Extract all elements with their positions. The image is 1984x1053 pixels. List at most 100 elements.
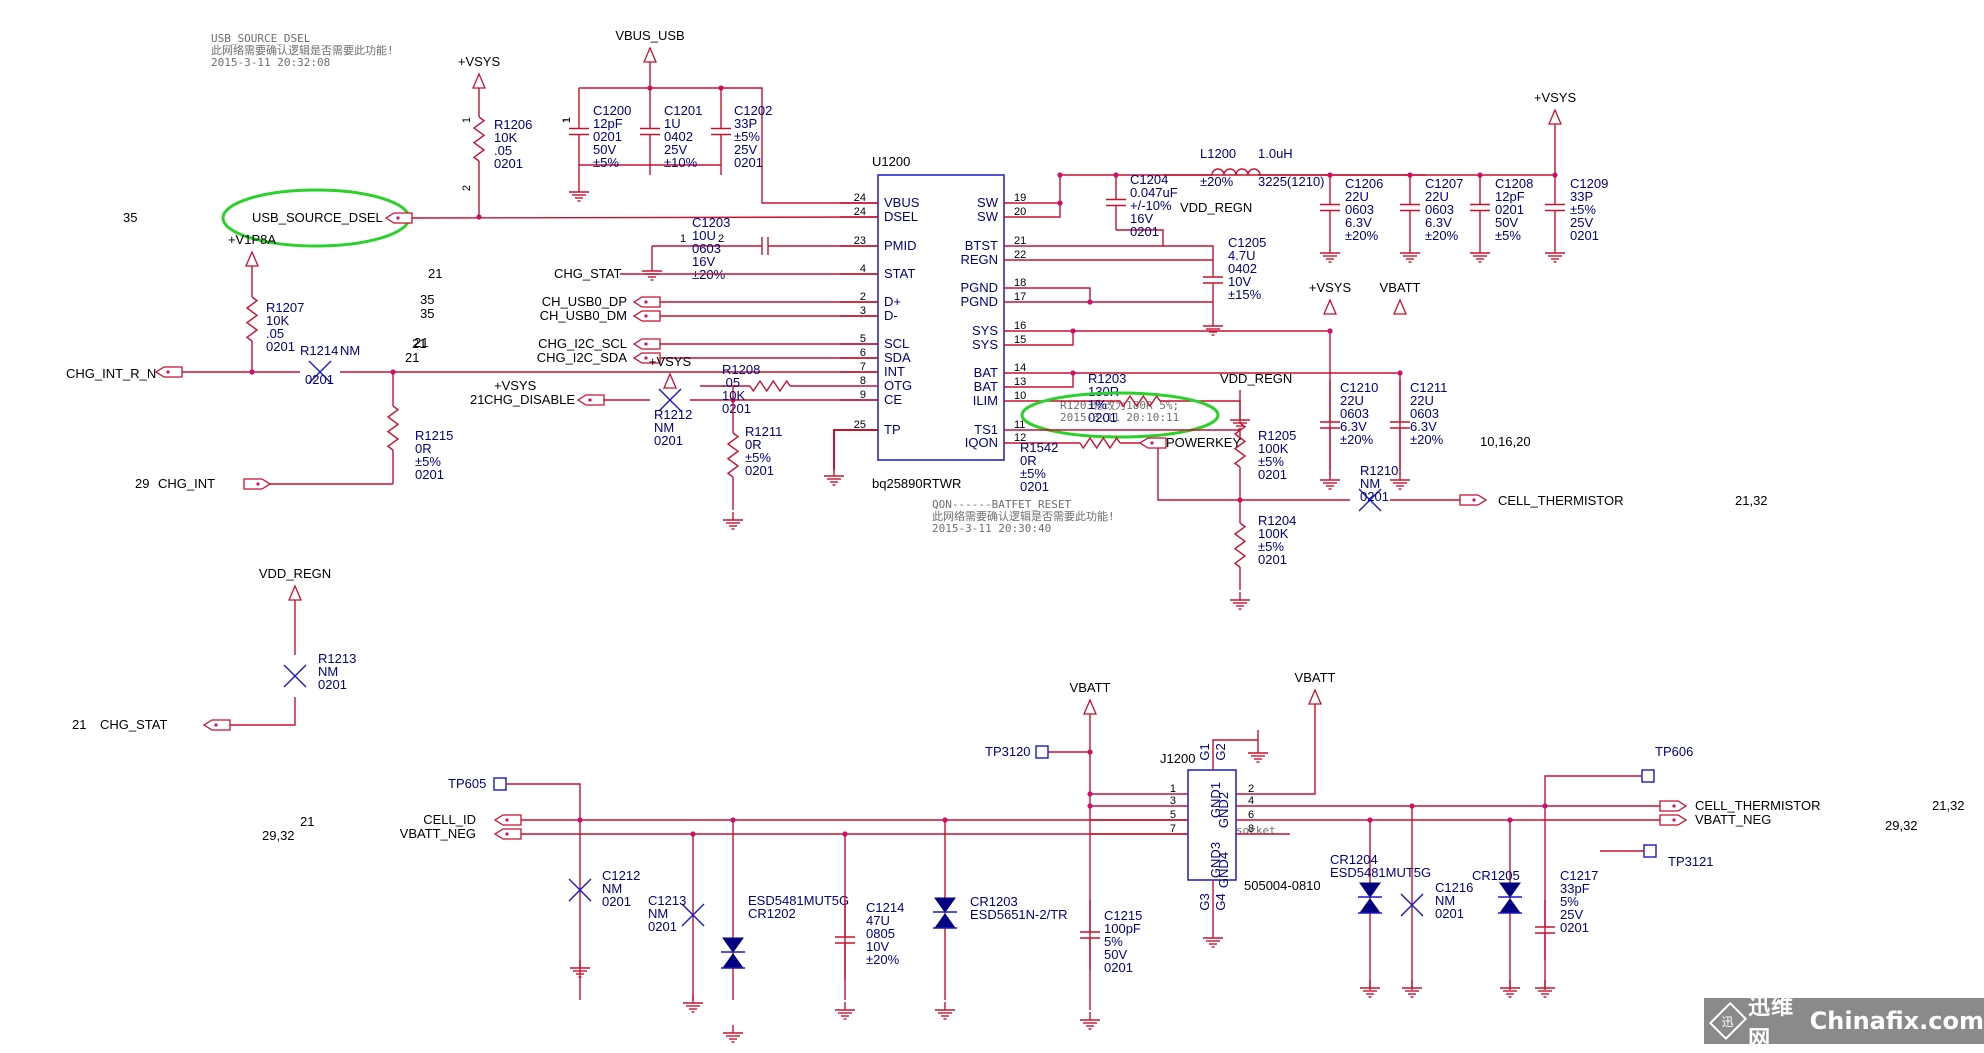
c1211-2: 0603: [1410, 406, 1439, 421]
ground-symbol: [835, 1002, 855, 1020]
r1213-1: NM: [318, 664, 338, 679]
c1214-0: C1214: [866, 900, 904, 915]
r1213-0: R1213: [318, 651, 356, 666]
port-chg_i2c_sda-pin: [644, 356, 648, 360]
c1215-1: 100pF: [1104, 921, 1141, 936]
ground-symbol: [1402, 980, 1422, 998]
rail-vbatt-3: [1308, 688, 1322, 705]
rail-vdd-regn-3: [288, 584, 302, 601]
c1201-4: ±10%: [664, 155, 698, 170]
r1207-3: 0201: [266, 339, 295, 354]
junction-dot: [1113, 172, 1119, 178]
j1200-socket: socket: [1236, 824, 1276, 837]
r1211-1: 0R: [745, 437, 762, 452]
r1214-pkg: 0201: [305, 372, 334, 387]
ground-symbol: [1470, 245, 1490, 263]
cr1205-0: CR1205: [1472, 868, 1520, 883]
r1205-1: 100K: [1258, 441, 1289, 456]
u1200-pin-name: SW: [977, 195, 999, 210]
ground-symbol: [683, 995, 703, 1013]
pin: 1: [461, 117, 473, 123]
nm-stroke: [681, 903, 705, 927]
c1200-1: 12pF: [593, 116, 623, 131]
rail-vdd-regn-label: VDD_REGN: [1180, 200, 1252, 215]
r1210-0: R1210: [1360, 463, 1398, 478]
c1201-1: 1U: [664, 116, 681, 131]
tp3121: [1643, 844, 1657, 858]
c1208-0: C1208: [1495, 176, 1533, 191]
rail-vsys-3: [1548, 108, 1562, 125]
c1200-3: 50V: [593, 142, 616, 157]
note-r1203: R1203修改为180R 5%;: [1060, 398, 1179, 412]
r1213-2: 0201: [318, 677, 347, 692]
c1205-4: ±15%: [1228, 287, 1262, 302]
r1214-val: NM: [340, 343, 360, 358]
u1200-pin-number: 2: [860, 291, 866, 303]
c1208-4: ±5%: [1495, 228, 1521, 243]
ground-symbol: [1203, 318, 1223, 336]
port-vbatt-neg-2-pin: [1672, 818, 1676, 822]
c1200-2: 0201: [593, 129, 622, 144]
tvs-tri: [1359, 882, 1381, 898]
c1202-2: ±5%: [734, 129, 760, 144]
junction-dot: [577, 817, 583, 823]
r1205-0: R1205: [1258, 428, 1296, 443]
j1200-gnd-label: GND2: [1216, 792, 1231, 828]
pin: 1: [680, 233, 686, 245]
ref-stat: 21: [428, 266, 442, 281]
rail-vsys-3-label: +VSYS: [1534, 90, 1577, 105]
net-chg_i2c_sda: CHG_I2C_SDA: [537, 350, 628, 365]
cr1204-tvs: [1358, 882, 1382, 914]
wire: [1040, 372, 1074, 388]
r1206-1: 10K: [494, 130, 517, 145]
r1207-2: .05: [266, 326, 284, 341]
junction-dot: [1087, 803, 1093, 809]
net-ch_usb0_dp: CH_USB0_DP: [542, 294, 627, 309]
j1200-pin: 2: [1248, 783, 1254, 795]
ref-usb-dsel: 35: [123, 210, 137, 225]
c1213-1: NM: [648, 906, 668, 921]
net-chg-disable: CHG_DISABLE: [484, 392, 575, 407]
u1200-pin-number: 10: [1014, 390, 1026, 402]
c1206-4: ±20%: [1345, 228, 1379, 243]
c1207-3: 6.3V: [1425, 215, 1452, 230]
rail-v1p8a: [245, 250, 259, 267]
ground-symbol: [1320, 245, 1340, 263]
ground-symbol: [1535, 980, 1555, 998]
c1208-3: 50V: [1495, 215, 1518, 230]
u1200-pin-name: D+: [884, 294, 901, 309]
rail-vbatt-2: [1083, 698, 1097, 715]
ground-symbol: [1360, 980, 1380, 998]
u1200-pin-number: 14: [1014, 362, 1026, 374]
u1200-pin-number: 18: [1014, 277, 1026, 289]
ref-int: 21: [412, 336, 426, 351]
u1200-pin-number: 23: [854, 235, 866, 247]
u1200-ref: U1200: [872, 154, 910, 169]
c1216-0: C1216: [1435, 880, 1473, 895]
net-chg-int: CHG_INT: [158, 476, 215, 491]
j1200-pin: 7: [1170, 823, 1176, 835]
c1208-2: 0201: [1495, 202, 1524, 217]
port-cell-thermistor-pin: [1472, 498, 1476, 502]
j1200-pin: 5: [1170, 809, 1176, 821]
ground-symbol: [723, 1025, 743, 1043]
tp3121-0: TP3121: [1668, 854, 1714, 869]
r1542-0: R1542: [1020, 440, 1058, 455]
j1200-pin: 8: [1248, 823, 1254, 835]
net-cell-id: CELL_ID: [423, 812, 476, 827]
r1215-3: 0201: [415, 467, 444, 482]
u1200-pin-name: IQON: [965, 435, 998, 450]
u1200-pin-name: SYS: [972, 337, 998, 352]
c1211-0: C1211: [1410, 380, 1447, 395]
ground-symbol: [569, 184, 589, 202]
c1206-1: 22U: [1345, 189, 1369, 204]
r1206-2: .05: [494, 143, 512, 158]
c1212-0: C1212: [602, 868, 640, 883]
r1211-body: [726, 432, 740, 478]
u1200-pin-name: SYS: [972, 323, 998, 338]
c1202-1: 33P: [734, 116, 757, 131]
c1208-1: 12pF: [1495, 189, 1525, 204]
c1210-3: 6.3V: [1340, 419, 1367, 434]
ref-chg-int: 29: [135, 476, 149, 491]
c1204-2: +/-10%: [1130, 198, 1172, 213]
